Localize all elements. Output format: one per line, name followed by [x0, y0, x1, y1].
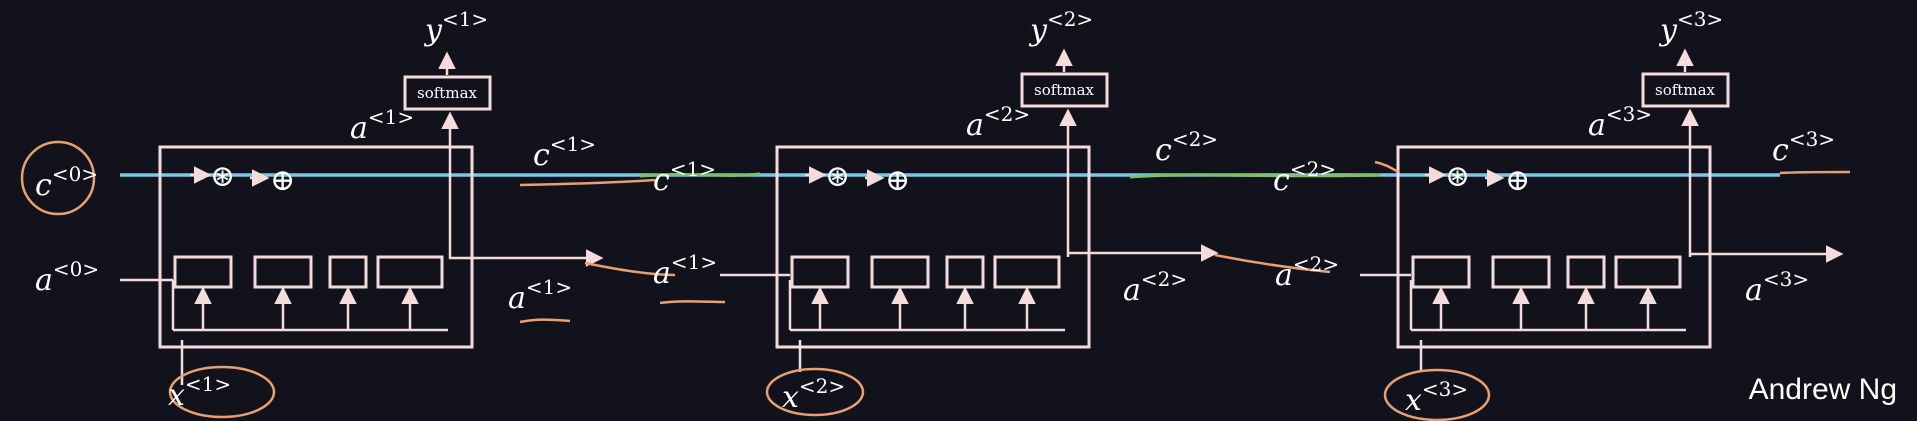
- a1-out-label: a<1>: [350, 105, 414, 146]
- c0-circle: [20, 140, 96, 216]
- c1-label: c<1>: [533, 132, 596, 173]
- y1-label: y<1>: [423, 7, 488, 48]
- cell-1-update-gate: [253, 255, 313, 289]
- cell-1-mult-icon: ⊛: [210, 159, 235, 194]
- x2-circle: [765, 367, 865, 417]
- cell-2-softmax-label: softmax: [1034, 81, 1094, 99]
- a1-underline: [519, 318, 571, 324]
- cell-2-tanh-gate: [945, 255, 985, 289]
- cell-2-update-gate: [870, 255, 930, 289]
- cell-3-mult-icon: ⊛: [1445, 159, 1470, 194]
- a1-below-label: a<1>: [508, 275, 572, 316]
- cell-1-add-icon: ⊕: [270, 163, 295, 198]
- cell-2-box: [775, 145, 1091, 349]
- cell-1-tanh-gate: [328, 255, 368, 289]
- x3-circle: [1383, 368, 1491, 421]
- cell-1-output-gate: [376, 255, 444, 289]
- a1-connector: [584, 261, 676, 277]
- y2-label: y<2>: [1028, 7, 1093, 48]
- cell-1-box: [158, 145, 474, 349]
- green-trace-2: [1129, 173, 1381, 179]
- x1-label: x<1>: [168, 372, 231, 413]
- a3-below-label: a<3>: [1745, 267, 1809, 308]
- cell-3-update-gate: [1491, 255, 1551, 289]
- x3-label: x<3>: [1405, 377, 1468, 418]
- cell-2-softmax-box: [1020, 72, 1109, 108]
- a2-next-label: a<2>: [1275, 252, 1339, 293]
- lstm-cell-2: softmax ⊛ ⊕: [720, 48, 1219, 372]
- c1-next-label: c<1>: [653, 157, 716, 198]
- a2-connector: [1214, 253, 1331, 274]
- c2-label: c<2>: [1155, 127, 1218, 168]
- cell-3-add-icon: ⊕: [1505, 163, 1530, 198]
- c3-underline: [1779, 170, 1851, 175]
- a1-next-label: a<1>: [653, 250, 717, 291]
- c2-tick: [1374, 160, 1399, 174]
- a1-next-underline: [659, 300, 726, 305]
- cell-3-softmax-box: [1641, 72, 1730, 108]
- cell-3-forget-gate: [1411, 255, 1471, 289]
- x2-label: x<2>: [782, 374, 845, 415]
- lstm-cell-3: softmax ⊛ ⊕: [1360, 48, 1844, 372]
- cell-3-tanh-gate: [1566, 255, 1606, 289]
- c2-next-label: c<2>: [1273, 157, 1336, 198]
- x1-circle: [168, 365, 276, 419]
- y3-label: y<3>: [1658, 7, 1723, 48]
- cell-2-output-gate: [993, 255, 1061, 289]
- cell-3-output-gate: [1614, 255, 1682, 289]
- cell-1-forget-gate: [173, 255, 233, 289]
- c3-label: c<3>: [1772, 127, 1835, 168]
- cell-3-softmax-label: softmax: [1655, 81, 1715, 99]
- a2-out-label: a<2>: [966, 102, 1030, 143]
- green-trace-1: [639, 172, 761, 178]
- cell-1-softmax-box: [403, 75, 492, 111]
- cell-1-a-output-wire: [448, 249, 604, 267]
- a3-out-label: a<3>: [1588, 102, 1652, 143]
- c0-label: c<0>: [35, 162, 98, 203]
- credit-text: Andrew Ng: [1748, 373, 1897, 406]
- cell-3-box: [1396, 145, 1712, 349]
- cell-2-add-icon: ⊕: [885, 163, 910, 198]
- cell-2-forget-gate: [790, 255, 850, 289]
- cell-2-mult-icon: ⊛: [825, 159, 850, 194]
- c1-connector: [519, 178, 656, 187]
- cell-1-softmax-label: softmax: [417, 84, 477, 102]
- a0-label: a<0>: [35, 257, 99, 298]
- a2-below-label: a<2>: [1123, 267, 1187, 308]
- lstm-cell-1: softmax ⊛ ⊕: [120, 51, 604, 385]
